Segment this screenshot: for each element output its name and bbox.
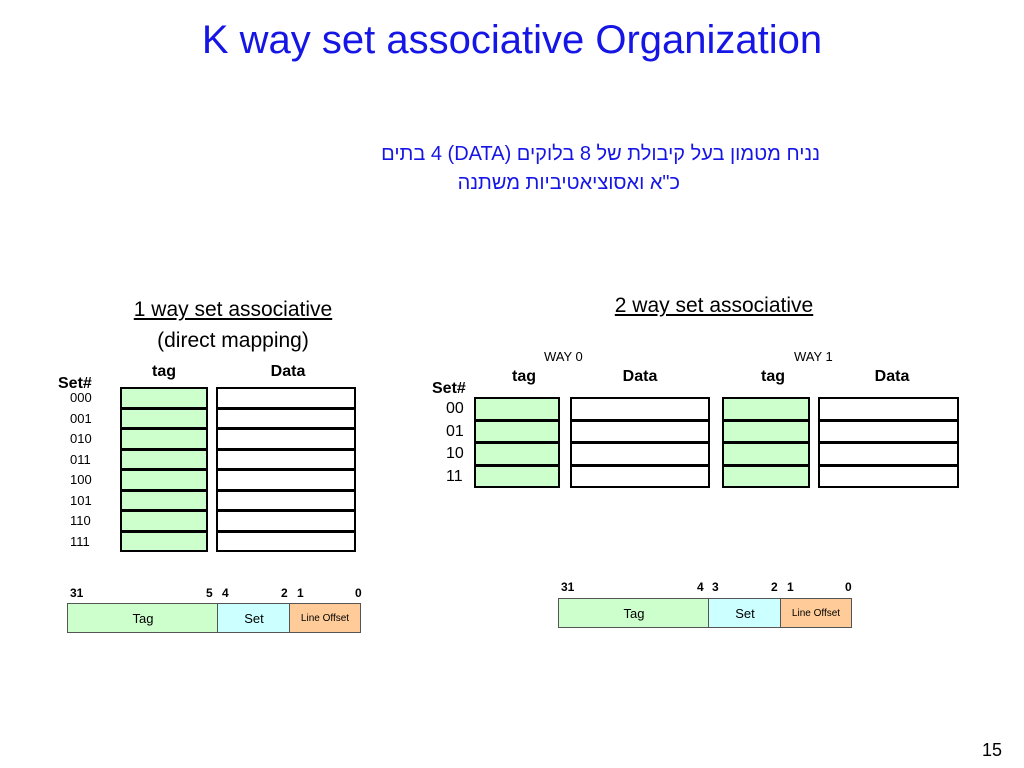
slide-title: K way set associative Organization [201,18,823,62]
tag-field: Tag [67,603,219,633]
way0-data-cell [570,442,710,466]
way1-tag-cell [722,442,810,466]
data-cell [216,407,356,429]
way0-tag-cell [474,397,560,421]
bit-label: 31 [561,580,575,594]
tag-cell [120,407,208,429]
way1-data-cell [818,397,959,421]
data-cell [216,428,356,450]
set-index-label: 011 [70,451,91,467]
line-offset-field: Line Offset [780,598,852,628]
way1-data-header: Data [874,368,910,385]
data-cell [216,489,356,511]
way1-data-cell [818,464,959,488]
bit-label: 4 [222,586,229,600]
set-index-label: 101 [70,492,92,508]
one-way-data-header: Data [270,363,306,380]
set-index-label: 000 [70,390,92,405]
set-index-label: 10 [446,445,464,462]
tag-cell [120,387,208,409]
tag-cell [120,510,208,532]
bit-label: 1 [787,580,794,594]
one-way-tag-header: tag [152,363,176,380]
tag-cell [120,489,208,511]
way0-label: WAY 0 [544,349,583,364]
bit-label: 0 [845,580,852,594]
bit-label: 1 [297,586,304,600]
bit-label: 3 [712,580,719,594]
way1-tag-cell [722,397,810,421]
two-way-set-label: Set# [432,380,466,397]
way0-tag-header: tag [512,368,536,385]
two-way-heading: 2 way set associative [614,294,814,317]
set-index-label: 001 [70,410,92,426]
way0-tag-cell [474,419,560,443]
bit-label: 0 [355,586,362,600]
bit-label: 2 [771,580,778,594]
data-cell [216,448,356,470]
bit-label: 31 [70,586,84,600]
hebrew-description-line2: כ"א ואסוציאטיביות משתנה [457,172,680,194]
way0-data-header: Data [622,368,658,385]
set-index-label: 010 [70,431,92,446]
set-index-label: 100 [70,472,92,487]
one-way-subheading: (direct mapping) [157,329,309,352]
bit-label: 4 [697,580,704,594]
way0-data-cell [570,419,710,443]
set-index-label: 11 [446,467,463,485]
way1-tag-cell [722,464,810,488]
bit-label: 5 [206,586,213,600]
way0-data-cell [570,397,710,421]
tag-cell [120,428,208,450]
one-way-set-label: Set# [58,375,92,392]
way0-tag-cell [474,464,560,488]
data-cell [216,510,356,532]
way0-tag-cell [474,442,560,466]
set-field: Set [217,603,291,633]
set-index-label: 00 [446,400,464,417]
hebrew-description-line1: נניח מטמון בעל קיבולת של 8 בלוקים (DATA)… [381,143,820,165]
way1-tag-cell [722,419,810,443]
data-cell [216,387,356,409]
page-number: 15 [981,740,1002,760]
one-way-heading: 1 way set associative [133,298,333,321]
way1-tag-header: tag [761,368,785,385]
way0-data-cell [570,464,710,488]
way1-data-cell [818,419,959,443]
tag-field: Tag [558,598,710,628]
data-cell [216,530,356,552]
bit-label: 2 [281,586,288,600]
tag-cell [120,469,208,491]
set-index-label: 110 [70,513,91,528]
set-index-label: 01 [446,422,464,440]
tag-cell [120,448,208,470]
way1-data-cell [818,442,959,466]
set-field: Set [708,598,782,628]
way1-label: WAY 1 [794,349,833,364]
line-offset-field: Line Offset [289,603,361,633]
tag-cell [120,530,208,552]
set-index-label: 111 [70,533,90,549]
data-cell [216,469,356,491]
